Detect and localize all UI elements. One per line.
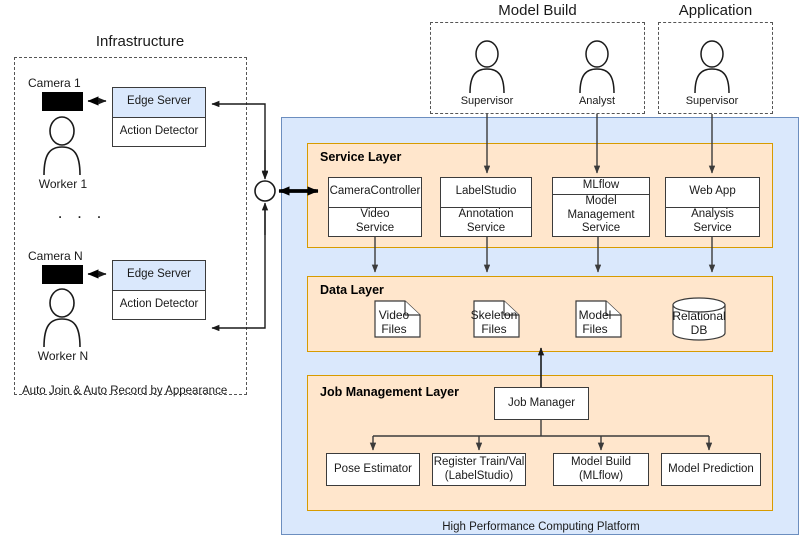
infrastructure-ellipsis: . . . <box>57 203 107 222</box>
worker-1-label: Worker 1 <box>38 177 88 191</box>
job-management-layer-title: Job Management Layer <box>320 385 459 399</box>
hpc-platform-label: High Performance Computing Platform <box>442 521 640 533</box>
service-box-webapp[interactable]: Web App Analysis Service <box>665 177 760 237</box>
service-box-mlflow[interactable]: MLflow Model Management Service <box>552 177 650 237</box>
service-box-subtitle: Model Management Service <box>567 195 635 235</box>
edge-server-1-box[interactable]: Edge Server Action Detector <box>112 87 206 147</box>
edge-server-label: Edge Server <box>113 88 205 118</box>
job-box-model-prediction[interactable]: Model Prediction <box>661 453 761 486</box>
persona-label-supervisor-model-build: Supervisor <box>460 95 514 107</box>
service-box-title: MLflow <box>553 178 649 196</box>
data-item-model-files[interactable]: Model Files <box>578 308 612 336</box>
service-box-subtitle: Video Service <box>355 208 395 234</box>
persona-label-supervisor-application: Supervisor <box>685 95 739 107</box>
job-manager-box[interactable]: Job Manager <box>494 387 589 420</box>
data-item-video-files[interactable]: Video Files <box>378 308 410 336</box>
camera-n-label: Camera N <box>28 249 83 263</box>
service-box-title: LabelStudio <box>441 178 531 208</box>
data-item-skeleton-files[interactable]: Skeleton Files <box>470 308 518 336</box>
group-title-application: Application <box>678 2 753 19</box>
camera-n-icon <box>42 265 83 284</box>
group-title-model-build: Model Build <box>498 2 577 19</box>
service-box-title: CameraController <box>329 178 421 208</box>
camera-1-icon <box>42 92 83 111</box>
persona-label-analyst: Analyst <box>578 95 616 107</box>
job-box-label: Register Train/Val (LabelStudio) <box>433 455 525 482</box>
job-box-register-train-val[interactable]: Register Train/Val (LabelStudio) <box>432 453 526 486</box>
service-box-subtitle: Annotation Service <box>458 208 514 234</box>
service-layer-title: Service Layer <box>320 150 402 164</box>
edge-server-label: Edge Server <box>113 261 205 291</box>
worker-n-label: Worker N <box>37 349 89 363</box>
job-box-label: Model Build (MLflow) <box>570 455 632 482</box>
job-box-model-build[interactable]: Model Build (MLflow) <box>553 453 649 486</box>
job-manager-label: Job Manager <box>507 396 576 409</box>
infrastructure-caption: Auto Join & Auto Record by Appearance <box>22 385 228 397</box>
model-build-container <box>430 22 645 114</box>
action-detector-label: Action Detector <box>119 297 199 310</box>
application-container <box>658 22 773 114</box>
service-box-subtitle: Analysis Service <box>691 208 734 234</box>
service-box-cameracontroller[interactable]: CameraController Video Service <box>328 177 422 237</box>
data-layer-title: Data Layer <box>320 283 384 297</box>
job-box-label: Pose Estimator <box>334 462 412 475</box>
edge-server-n-box[interactable]: Edge Server Action Detector <box>112 260 206 320</box>
job-box-label: Model Prediction <box>668 462 754 475</box>
job-box-pose-estimator[interactable]: Pose Estimator <box>326 453 420 486</box>
data-item-relational-db[interactable]: Relational DB <box>672 309 726 337</box>
camera-1-label: Camera 1 <box>28 76 81 90</box>
service-box-labelstudio[interactable]: LabelStudio Annotation Service <box>440 177 532 237</box>
action-detector-label: Action Detector <box>119 124 199 137</box>
service-box-title: Web App <box>666 178 759 208</box>
group-title-infrastructure: Infrastructure <box>95 33 185 50</box>
